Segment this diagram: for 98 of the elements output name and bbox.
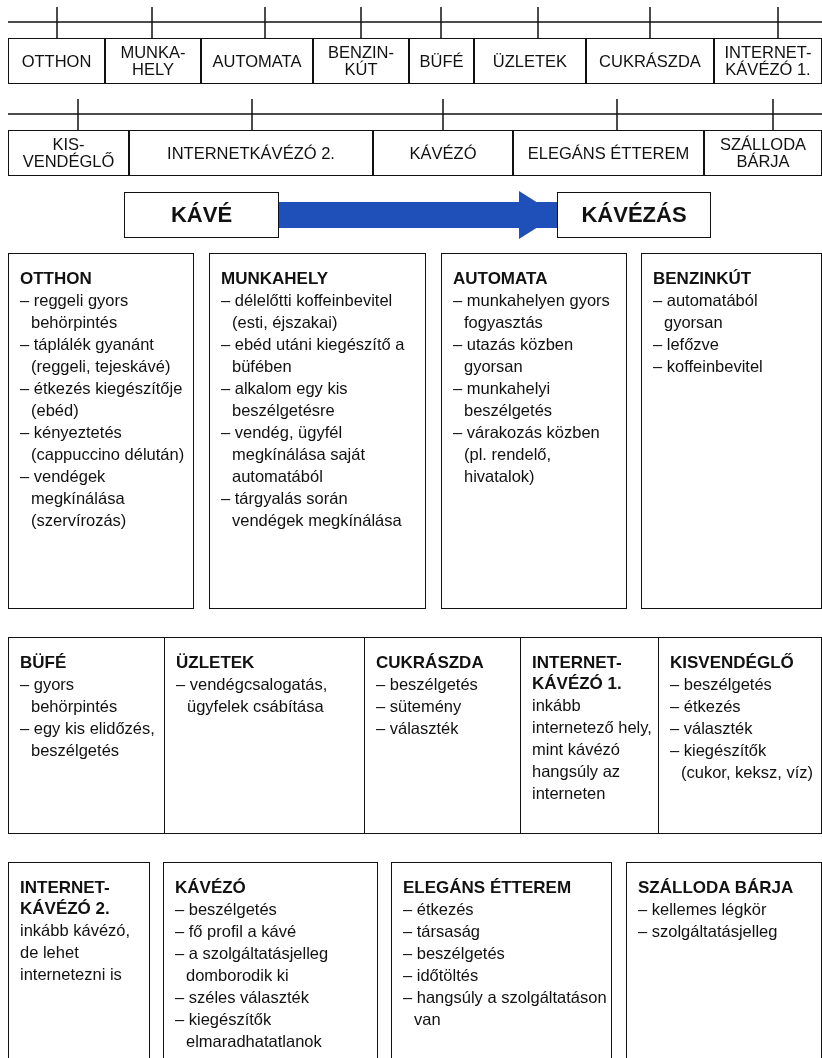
list-item: – kellemes légkör — [638, 899, 768, 920]
description-card — [209, 253, 426, 609]
description-card — [658, 637, 822, 834]
list-item: – választék — [376, 718, 460, 739]
card-heading: BÜFÉ — [20, 652, 68, 673]
list-item: – kiegészítők (cukor, keksz, víz) — [670, 740, 815, 783]
list-item: – étkezés kiegészítője (ebéd) — [20, 378, 184, 421]
list-item: – étkezés — [670, 696, 742, 717]
place-label: BENZIN- KÚT — [327, 44, 395, 78]
place-box — [474, 38, 586, 84]
description-text: inkább internetező hely, mint kávézó hangsúly az interneten — [532, 695, 653, 804]
list-item: – alkalom egy kis beszélgetésre — [221, 378, 349, 421]
place-box — [704, 130, 822, 176]
list-item: – vendég, ügyfél megkínálása saját automatából — [221, 422, 366, 487]
list-item: – a szolgáltatásjelleg domborodik ki — [175, 943, 330, 986]
card-heading: INTERNET- KÁVÉZÓ 1. — [532, 652, 623, 694]
place-label: INTERNET- KÁVÉZÓ 1. — [723, 44, 813, 78]
place-label: OTTHON — [21, 52, 92, 70]
list-item: – utazás közben gyorsan — [453, 334, 575, 377]
list-item: – vendégek megkínálása (szervírozás) — [20, 466, 128, 531]
list-item: – időtöltés — [403, 965, 480, 986]
list-item: – étkezés — [403, 899, 475, 920]
place-box — [409, 38, 474, 84]
card-heading: BENZINKÚT — [653, 268, 753, 289]
place-box — [8, 130, 129, 176]
list-item: – beszélgetés — [403, 943, 506, 964]
place-box — [105, 38, 201, 84]
list-item: – lefőzve — [653, 334, 721, 355]
list-item: – beszélgetés — [670, 674, 773, 695]
list-item: – munkahelyen gyors fogyasztás — [453, 290, 611, 333]
card-heading: KÁVÉZÓ — [175, 877, 247, 898]
list-item: – tárgyalás során vendégek megkínálása — [221, 488, 403, 531]
list-item: – táplálék gyanánt (reggeli, tejeskávé) — [20, 334, 172, 377]
list-item: – gyors behörpintés — [20, 674, 119, 717]
list-item: – automatából gyorsan — [653, 290, 759, 333]
description-card — [641, 253, 822, 609]
list-item: – széles választék — [175, 987, 310, 1008]
arrow — [279, 191, 557, 239]
description-card — [163, 862, 378, 1058]
place-box — [201, 38, 313, 84]
card-heading: AUTOMATA — [453, 268, 549, 289]
place-label: INTERNETKÁVÉZÓ 2. — [167, 144, 335, 162]
list-item: – kiegészítők elmaradhatatlanok — [175, 1009, 323, 1052]
list-item: – reggeli gyors behörpintés — [20, 290, 130, 333]
place-label: BÜFÉ — [419, 52, 464, 70]
concept-label: KÁVÉZÁS — [581, 202, 687, 228]
card-heading: MUNKAHELY — [221, 268, 330, 289]
list-item: – hangsúly a szolgáltatáson van — [403, 987, 607, 1030]
list-item: – szolgáltatásjelleg — [638, 921, 779, 942]
place-box — [373, 130, 513, 176]
list-item: – beszélgetés — [376, 674, 479, 695]
description-card — [8, 862, 150, 1058]
card-heading: ELEGÁNS ÉTTEREM — [403, 877, 573, 898]
place-label: AUTOMATA — [212, 52, 302, 70]
card-heading: SZÁLLODA BÁRJA — [638, 877, 795, 898]
card-heading: CUKRÁSZDA — [376, 652, 485, 673]
description-card — [441, 253, 627, 609]
place-label: CUKRÁSZDA — [599, 52, 701, 70]
list-item: – beszélgetés — [175, 899, 278, 920]
concept-box — [124, 192, 279, 238]
list-item: – vendégcsalogatás, ügyfelek csábítása — [176, 674, 329, 717]
concept-label: KÁVÉ — [170, 202, 233, 228]
list-item: – társaság — [403, 921, 482, 942]
place-label: KÁVÉZÓ — [409, 144, 477, 162]
description-card — [164, 637, 365, 834]
description-card — [364, 637, 521, 834]
card-heading: ÜZLETEK — [176, 652, 256, 673]
place-label: MUNKA- HELY — [119, 44, 187, 78]
list-item: – koffeinbevitel — [653, 356, 764, 377]
concept-box — [557, 192, 711, 238]
place-box — [513, 130, 704, 176]
place-box — [8, 38, 105, 84]
place-box — [129, 130, 373, 176]
list-item: – munkahelyi beszélgetés — [453, 378, 554, 421]
card-heading: INTERNET- KÁVÉZÓ 2. — [20, 877, 111, 919]
description-card — [520, 637, 659, 834]
place-box — [313, 38, 409, 84]
description-card — [8, 253, 194, 609]
card-heading: OTTHON — [20, 268, 93, 289]
place-label: KIS- VENDÉGLŐ — [21, 136, 116, 170]
place-label: ELEGÁNS ÉTTEREM — [527, 144, 690, 162]
description-card — [626, 862, 822, 1058]
card-heading: KISVENDÉGLŐ — [670, 652, 795, 673]
list-item: – sütemény — [376, 696, 463, 717]
list-item: – egy kis elidőzés, beszélgetés — [20, 718, 156, 761]
list-item: – ebéd utáni kiegészítő a büfében — [221, 334, 406, 377]
list-item: – fő profil a kávé — [175, 921, 298, 942]
list-item: – kényeztetés (cappuccino délután) — [20, 422, 186, 465]
list-item: – délelőtti koffeinbevitel (esti, éjszakai) — [221, 290, 394, 333]
description-card — [8, 637, 165, 834]
list-item: – várakozás közben (pl. rendelő, hivatalok) — [453, 422, 601, 487]
description-card — [391, 862, 612, 1058]
list-item: – választék — [670, 718, 754, 739]
place-box — [586, 38, 714, 84]
place-label: ÜZLETEK — [492, 52, 568, 70]
place-label: SZÁLLODA BÁRJA — [718, 136, 808, 170]
description-text: inkább kávézó, de lehet internetezni is — [20, 920, 132, 985]
place-box — [714, 38, 822, 84]
